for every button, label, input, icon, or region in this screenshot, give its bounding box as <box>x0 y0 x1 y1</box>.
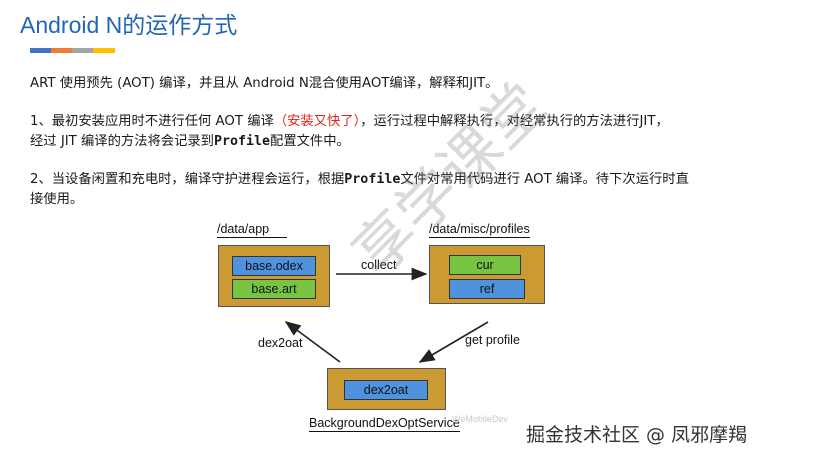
collect-label: collect <box>361 258 397 272</box>
intro-paragraph: ART 使用预先 (AOT) 编译，并且从 Android N混合使用AOT编译… <box>30 74 498 94</box>
app-dir-label: /data/app <box>217 222 287 238</box>
point-1: 1、最初安装应用时不进行任何 AOT 编译（安装又快了），运行过程中解释执行，对… <box>30 112 669 152</box>
title-bar-gray <box>72 48 93 53</box>
profiles-dir-label: /data/misc/profiles <box>429 222 530 238</box>
point-1-profile: Profile <box>213 134 271 149</box>
service-label: BackgroundDexOptService <box>309 416 460 432</box>
point-2: 2、当设备闲置和充电时，编译守护进程会运行，根据Profile文件对常用代码进行… <box>30 170 689 210</box>
base-odex-chip: base.odex <box>232 256 316 276</box>
point-2-text-a: 2、当设备闲置和充电时，编译守护进程会运行，根据 <box>30 172 345 187</box>
title-bar-blue <box>30 48 51 53</box>
base-art-chip: base.art <box>232 279 316 299</box>
title-bar-yellow <box>93 48 115 53</box>
point-2-text-b: 文件对常用代码进行 AOT 编译。待下次运行时直 <box>400 172 689 187</box>
title-bar-orange <box>51 48 72 53</box>
get-profile-label: get profile <box>465 333 520 347</box>
watermark-small: WeMobileDev <box>452 414 508 424</box>
point-2-text-c: 接使用。 <box>30 192 84 207</box>
cur-chip: cur <box>449 255 521 275</box>
point-2-profile: Profile <box>344 172 401 187</box>
point-1-text-a: 1、最初安装应用时不进行任何 AOT 编译 <box>30 114 274 129</box>
point-1-text-c: 经过 JIT 编译的方法将会记录到 <box>30 134 214 149</box>
point-1-text-d: 配置文件中。 <box>270 134 350 149</box>
dex2oat-chip: dex2oat <box>344 380 428 400</box>
page-title: Android N的运作方式 <box>20 12 238 38</box>
dex2oat-arrow <box>284 321 341 363</box>
get-profile-arrow <box>418 321 489 363</box>
point-1-highlight: （安装又快了） <box>273 114 361 129</box>
point-1-text-b: ，运行过程中解释执行，对经常执行的方法进行JIT， <box>360 114 669 129</box>
intro-text: ART 使用预先 (AOT) 编译，并且从 Android N混合使用AOT编译… <box>30 76 499 91</box>
ref-chip: ref <box>449 279 525 299</box>
footer-credit: 掘金技术社区 @ 凤邪摩羯 <box>526 424 748 446</box>
dex2oat-arrow-label: dex2oat <box>258 336 303 350</box>
